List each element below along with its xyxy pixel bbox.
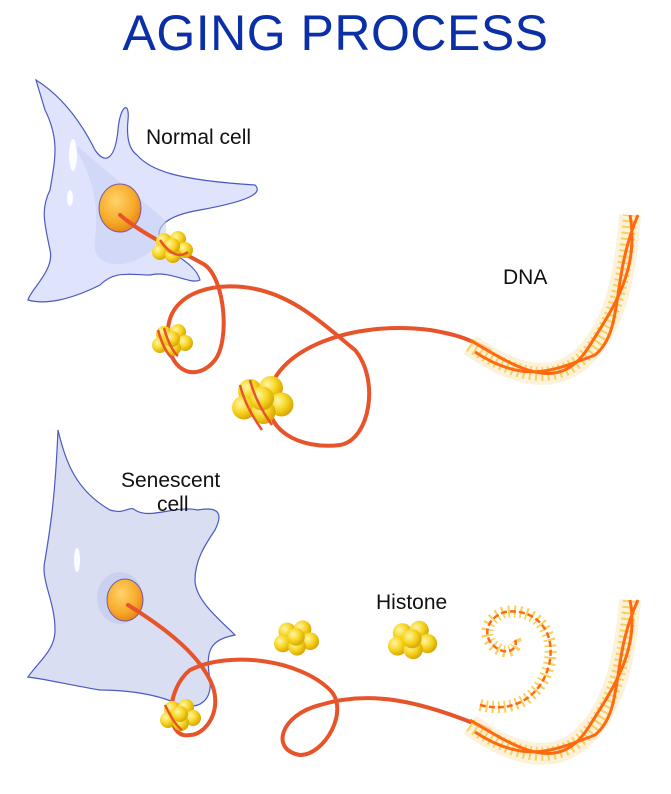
dna-fragment-spiral: [478, 605, 557, 714]
normal-cell-label: Normal cell: [146, 126, 252, 149]
dna-label: DNA: [503, 266, 548, 289]
histone-free-2: [388, 620, 438, 660]
senescent-cell-label-line1: Senescent: [121, 469, 221, 492]
senescent-cell-body: [26, 429, 237, 707]
histone-wrapped-1: [152, 231, 193, 263]
chromatin-fibers: [118, 213, 492, 758]
histone-wrapped-3: [232, 376, 294, 424]
senescent-chromatin: [126, 603, 492, 758]
histone-wraps: [156, 239, 274, 732]
dna-helix-top: [463, 214, 641, 385]
normal-cell-body: [27, 78, 258, 303]
normal-cell: [27, 78, 258, 303]
histone-label: Histone: [376, 591, 448, 614]
page-title: AGING PROCESS: [122, 5, 549, 61]
dna-helix-bottom: [463, 599, 641, 765]
senescent-nucleus: [106, 578, 144, 622]
histone-free-1: [274, 620, 320, 656]
senescent-cell-label-line2: cell: [157, 493, 189, 516]
normal-nucleus: [98, 183, 142, 233]
normal-chromatin: [118, 213, 492, 448]
